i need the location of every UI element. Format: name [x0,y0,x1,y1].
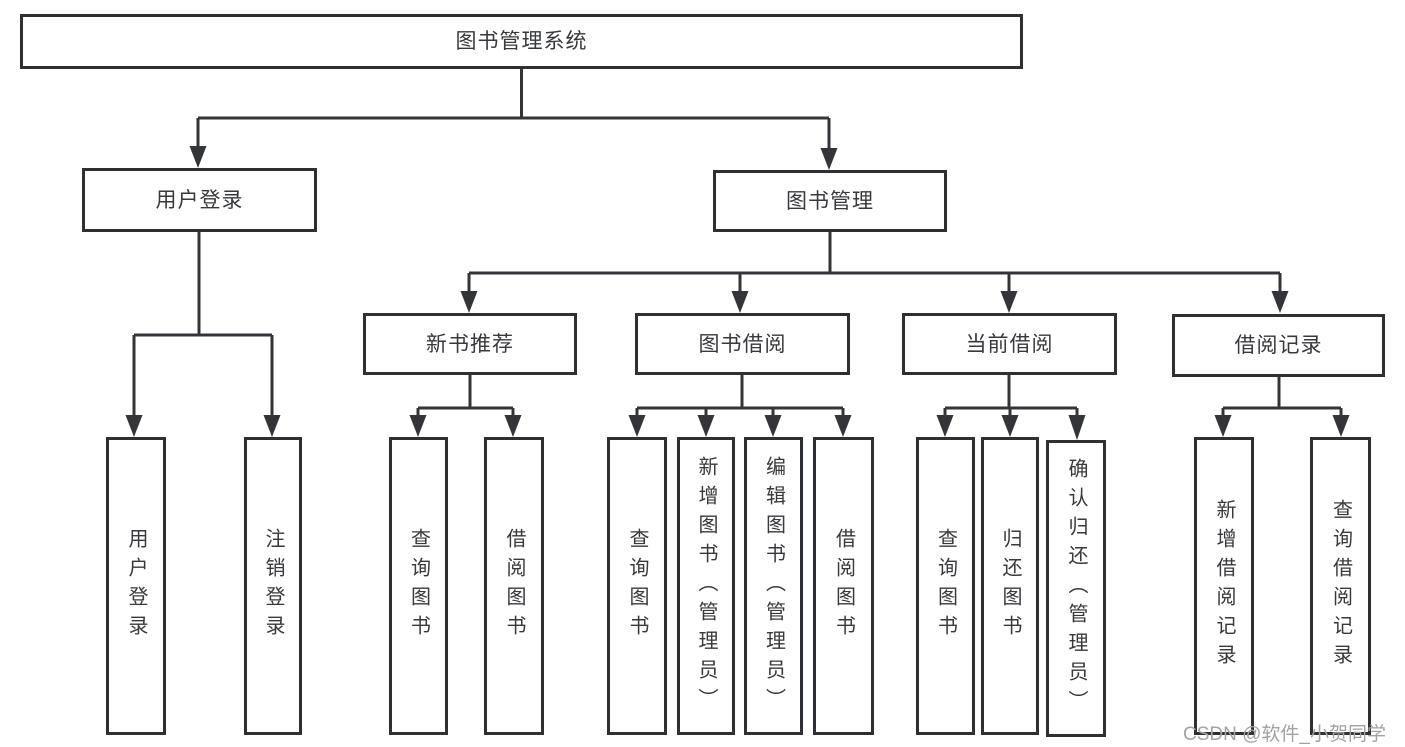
csdn-watermark: CSDN @软件_小贺同学 [1183,724,1386,745]
leaf-borrow-book-1: 借阅图书 [484,437,544,735]
leaf-query-book-3: 查询图书 [916,437,975,735]
leaf-user-login: 用户登录 [106,437,166,735]
node-user-login: 用户登录 [82,168,317,232]
leaf-logout: 注销登录 [244,437,302,735]
node-root: 图书管理系统 [20,14,1023,69]
node-borrow-record: 借阅记录 [1172,314,1385,377]
node-current-borrow: 当前借阅 [902,313,1117,375]
leaf-query-borrow-record: 查询借阅记录 [1310,437,1371,735]
leaf-return-book: 归还图书 [981,437,1039,735]
node-book-management: 图书管理 [713,170,947,232]
leaf-query-book-1: 查询图书 [389,437,448,735]
leaf-query-book-2: 查询图书 [607,437,667,735]
leaf-edit-book-admin: 编辑图书（管理员） [744,437,803,735]
leaf-confirm-return-admin: 确认归还（管理员） [1046,440,1106,737]
node-book-borrow: 图书借阅 [635,313,850,375]
node-new-book-recommend: 新书推荐 [363,313,577,375]
leaf-add-book-admin: 新增图书（管理员） [677,437,735,735]
leaf-add-borrow-record: 新增借阅记录 [1194,437,1254,735]
leaf-borrow-book-2: 借阅图书 [813,437,874,735]
